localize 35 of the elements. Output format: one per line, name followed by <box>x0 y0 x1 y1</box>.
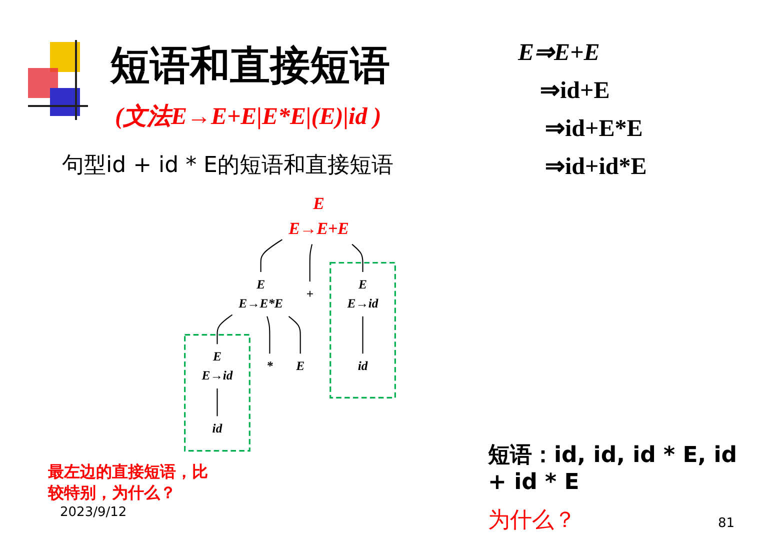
slide-title: 短语和直接短语 <box>110 42 390 91</box>
connector <box>216 388 218 416</box>
node-text: * <box>266 359 273 374</box>
connector <box>362 316 364 354</box>
node-text: id <box>358 359 368 374</box>
question-text: 句型id + id * E的短语和直接短语 <box>62 152 394 180</box>
connector <box>352 244 364 272</box>
derivation-step: E⇒E+E <box>518 38 600 67</box>
connector <box>309 244 313 282</box>
connector <box>216 314 233 344</box>
question-text: 为什么？ <box>488 507 576 535</box>
node-text: E <box>256 278 266 292</box>
note-text: 最左边的直接短语，比较特别，为什么？ <box>48 462 209 504</box>
grammar-rule: (文法E→E+E|E*E|(E)|id ) <box>115 102 382 132</box>
node-text: E <box>313 194 324 213</box>
answer-text: 短语：id, id, id * E, id + id * E <box>488 442 738 495</box>
derivation-step: ⇒id+E <box>540 76 610 105</box>
derivation-step: ⇒id+E*E <box>545 114 643 143</box>
node-text: E <box>213 350 222 364</box>
node-text: id <box>212 422 222 436</box>
node-label: E→id <box>347 296 378 311</box>
node-label: E→E*E <box>238 296 283 311</box>
node-text: E <box>296 359 305 374</box>
connector <box>260 239 283 272</box>
page-number: 81 <box>718 516 735 531</box>
cluster <box>330 262 396 398</box>
node-text: + <box>306 287 314 302</box>
slide-date: 2023/9/12 <box>60 505 127 520</box>
node-text: E <box>358 278 367 292</box>
connector <box>288 316 301 354</box>
node-label: E→id <box>202 368 233 383</box>
node-label: E→E+E <box>288 218 349 238</box>
cluster <box>184 334 250 452</box>
derivation-step: ⇒id+id*E <box>545 152 647 181</box>
connector <box>266 316 270 354</box>
